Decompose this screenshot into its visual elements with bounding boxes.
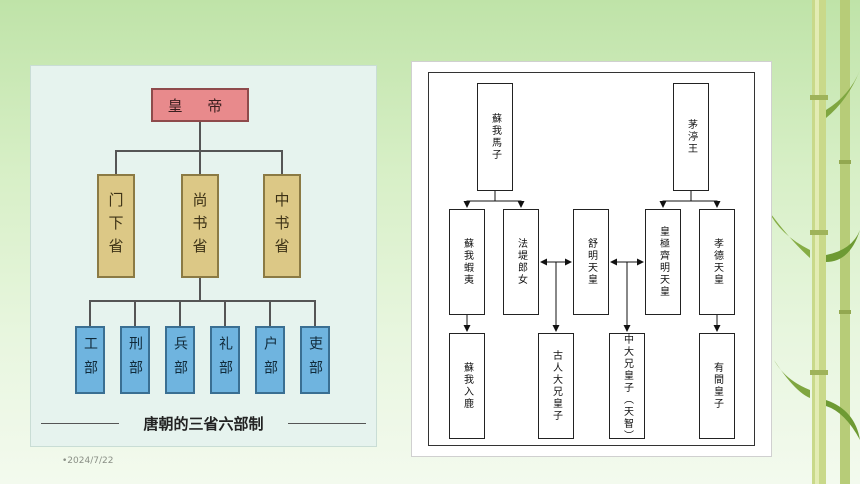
connector [199,122,201,150]
connector [269,300,271,326]
tang-government-chart: 皇 帝 门下省 尚书省 中书省 工部 刑部 兵部 礼部 户部 吏部 唐朝的三省六 [30,65,377,447]
bamboo-decoration [768,0,860,484]
connector [89,300,315,302]
bu-box-bing: 兵部 [165,326,195,394]
node-soga-emishi: 蘇我蝦夷 [449,209,485,315]
node-hote-no-iratsume: 法堤郎女 [503,209,539,315]
node-label: 茅渟王 [685,119,697,155]
bu-label: 户部 [262,336,278,384]
connector [115,150,117,174]
sheng-label: 门下省 [106,191,125,261]
node-label: 中大兄皇子（天智） [621,334,633,442]
node-label: 舒明天皇 [585,238,597,286]
sheng-box-shangshu: 尚书省 [181,174,219,278]
emperor-box: 皇 帝 [151,88,249,122]
connector [691,200,721,208]
bu-box-li: 礼部 [210,326,240,394]
node-label: 蘇我蝦夷 [461,238,473,286]
node-label: 蘇我馬子 [489,113,501,161]
connector [281,150,283,174]
sheng-box-menxia: 门下省 [97,174,135,278]
chart-caption: 唐朝的三省六部制 [143,415,264,433]
connector [659,191,692,208]
connector [89,300,91,326]
node-label: 法堤郎女 [515,238,527,286]
genealogy-chart: 蘇我馬子 茅渟王 蘇我蝦夷 法堤郎女 舒明天皇 皇極齊明天皇 孝德天皇 蘇我入鹿… [411,61,772,457]
node-furuhito-no-oe: 古人大兄皇子 [538,333,574,439]
connector [224,300,226,326]
bu-label: 吏部 [307,336,323,384]
connector [463,191,496,208]
genealogy-connectors [463,191,721,332]
node-soga-umako: 蘇我馬子 [477,83,513,191]
bu-box-libu: 吏部 [300,326,330,394]
node-label: 孝德天皇 [711,238,723,286]
bu-box-gong: 工部 [75,326,105,394]
node-kotoku-tenno: 孝德天皇 [699,209,735,315]
bu-label: 兵部 [172,336,188,384]
node-label: 古人大兄皇子 [550,350,562,422]
connector [199,150,201,174]
connector [314,300,316,326]
node-jomei-tenno: 舒明天皇 [573,209,609,315]
node-label: 皇極齊明天皇 [657,226,669,298]
slide-date: •2024/7/22 [62,456,114,466]
genealogy-frame: 蘇我馬子 茅渟王 蘇我蝦夷 法堤郎女 舒明天皇 皇極齊明天皇 孝德天皇 蘇我入鹿… [428,72,755,446]
connector [179,300,181,326]
sheng-box-zhongshu: 中书省 [263,174,301,278]
bu-box-xing: 刑部 [120,326,150,394]
bu-box-hu: 户部 [255,326,285,394]
sheng-label: 中书省 [272,191,291,261]
sheng-label: 尚书省 [190,191,209,261]
bu-label: 工部 [82,336,98,384]
bu-label: 礼部 [217,336,233,384]
node-chinu-no-okimi: 茅渟王 [673,83,709,191]
node-naka-no-oe: 中大兄皇子（天智） [609,333,645,442]
node-kogyoku-saimei-tenno: 皇極齊明天皇 [645,209,681,315]
node-label: 蘇我入鹿 [461,362,473,410]
connector [199,278,201,300]
connector [495,200,525,208]
bu-label: 刑部 [127,336,143,384]
connector [134,300,136,326]
caption-rule-left [41,423,119,424]
caption-rule-right [288,423,366,424]
node-label: 有間皇子 [711,362,723,410]
emperor-label: 皇 帝 [167,96,233,115]
node-soga-iruka: 蘇我入鹿 [449,333,485,439]
node-arima-no-miko: 有間皇子 [699,333,735,439]
